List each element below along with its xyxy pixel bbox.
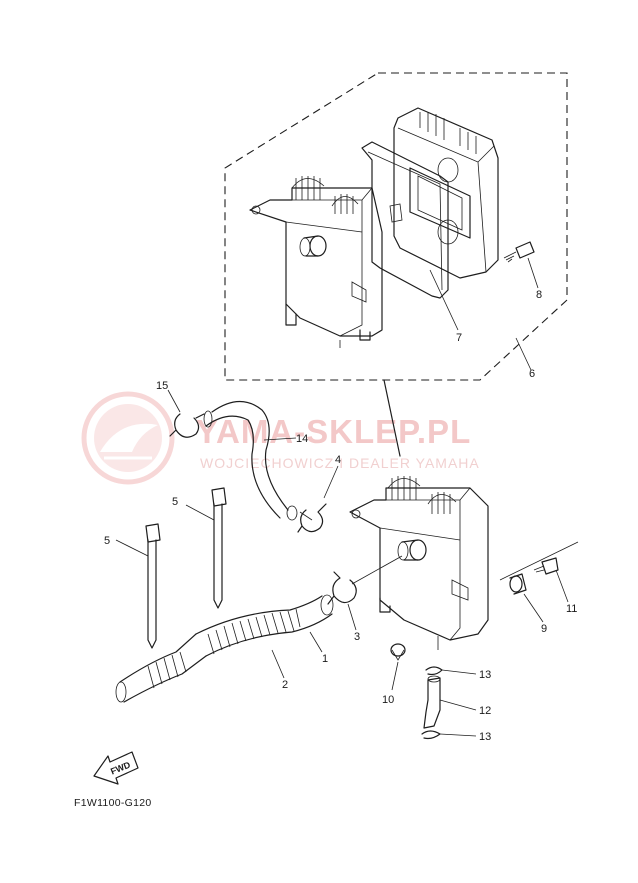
assembly-connector-line — [383, 379, 401, 457]
cable-tie-left — [145, 523, 161, 649]
hose-14 — [203, 400, 298, 521]
clip-15 — [169, 413, 205, 438]
nipple-9 — [509, 573, 527, 595]
cable-tie-right — [211, 487, 227, 609]
hose-2 — [115, 633, 207, 703]
watermark-logo-icon — [81, 391, 175, 485]
callout-4: 4 — [335, 454, 341, 466]
clip-4 — [297, 503, 327, 533]
callout-12: 12 — [479, 705, 491, 717]
hose-12 — [423, 675, 441, 729]
clip-13-lower — [421, 730, 441, 740]
fwd-arrow-icon: FWD — [93, 751, 139, 785]
callout-5-right: 5 — [172, 496, 178, 508]
upper-cover — [389, 107, 499, 279]
clip-13-upper — [425, 666, 443, 676]
callout-2: 2 — [282, 679, 288, 691]
lower-housing — [349, 476, 489, 650]
callout-8: 8 — [536, 289, 542, 301]
plug-10 — [390, 643, 406, 661]
upper-housing — [249, 176, 383, 348]
callout-9: 9 — [541, 623, 547, 635]
callout-10: 10 — [382, 694, 394, 706]
bolt-11 — [533, 557, 559, 575]
screw-8 — [503, 241, 535, 263]
callout-11: 11 — [566, 603, 577, 615]
watermark-subtitle: WOJCIECHOWICZ I DEALER YAMAHA — [200, 455, 480, 471]
callout-15: 15 — [156, 380, 168, 392]
diagram-code: F1W1100-G120 — [74, 797, 152, 809]
callout-6: 6 — [529, 368, 535, 380]
leader-lines — [115, 257, 579, 737]
callout-3: 3 — [354, 631, 360, 643]
callout-7: 7 — [456, 332, 462, 344]
callout-5-left: 5 — [104, 535, 110, 547]
hose-1 — [195, 594, 334, 657]
fwd-label: FWD — [109, 759, 132, 776]
callout-1: 1 — [322, 653, 328, 665]
callout-14: 14 — [296, 433, 308, 445]
watermark-title: YAMA-SKLEP.PL — [196, 413, 471, 450]
callout-13-upper: 13 — [479, 669, 491, 681]
gasket — [361, 141, 449, 299]
callout-13-lower: 13 — [479, 731, 491, 743]
assembly-outline — [224, 72, 568, 381]
clip-3 — [327, 571, 357, 605]
watermark: YAMA-SKLEP.PL WOJCIECHOWICZ I DEALER YAM… — [81, 391, 480, 485]
